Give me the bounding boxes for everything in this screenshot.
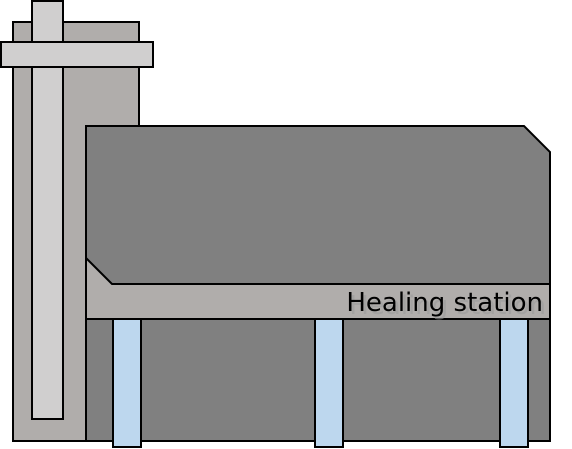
- cross-vertical-bar: [31, 0, 64, 420]
- sign-label: Healing station: [346, 288, 543, 318]
- window-pillar-middle: [314, 318, 344, 448]
- cross-horizontal-bar: [0, 41, 154, 68]
- window-pillar-right: [499, 318, 529, 448]
- signboard: [85, 255, 551, 320]
- sign-label-shadow: Healing station: [349, 291, 546, 321]
- window-pillar-left: [112, 318, 142, 448]
